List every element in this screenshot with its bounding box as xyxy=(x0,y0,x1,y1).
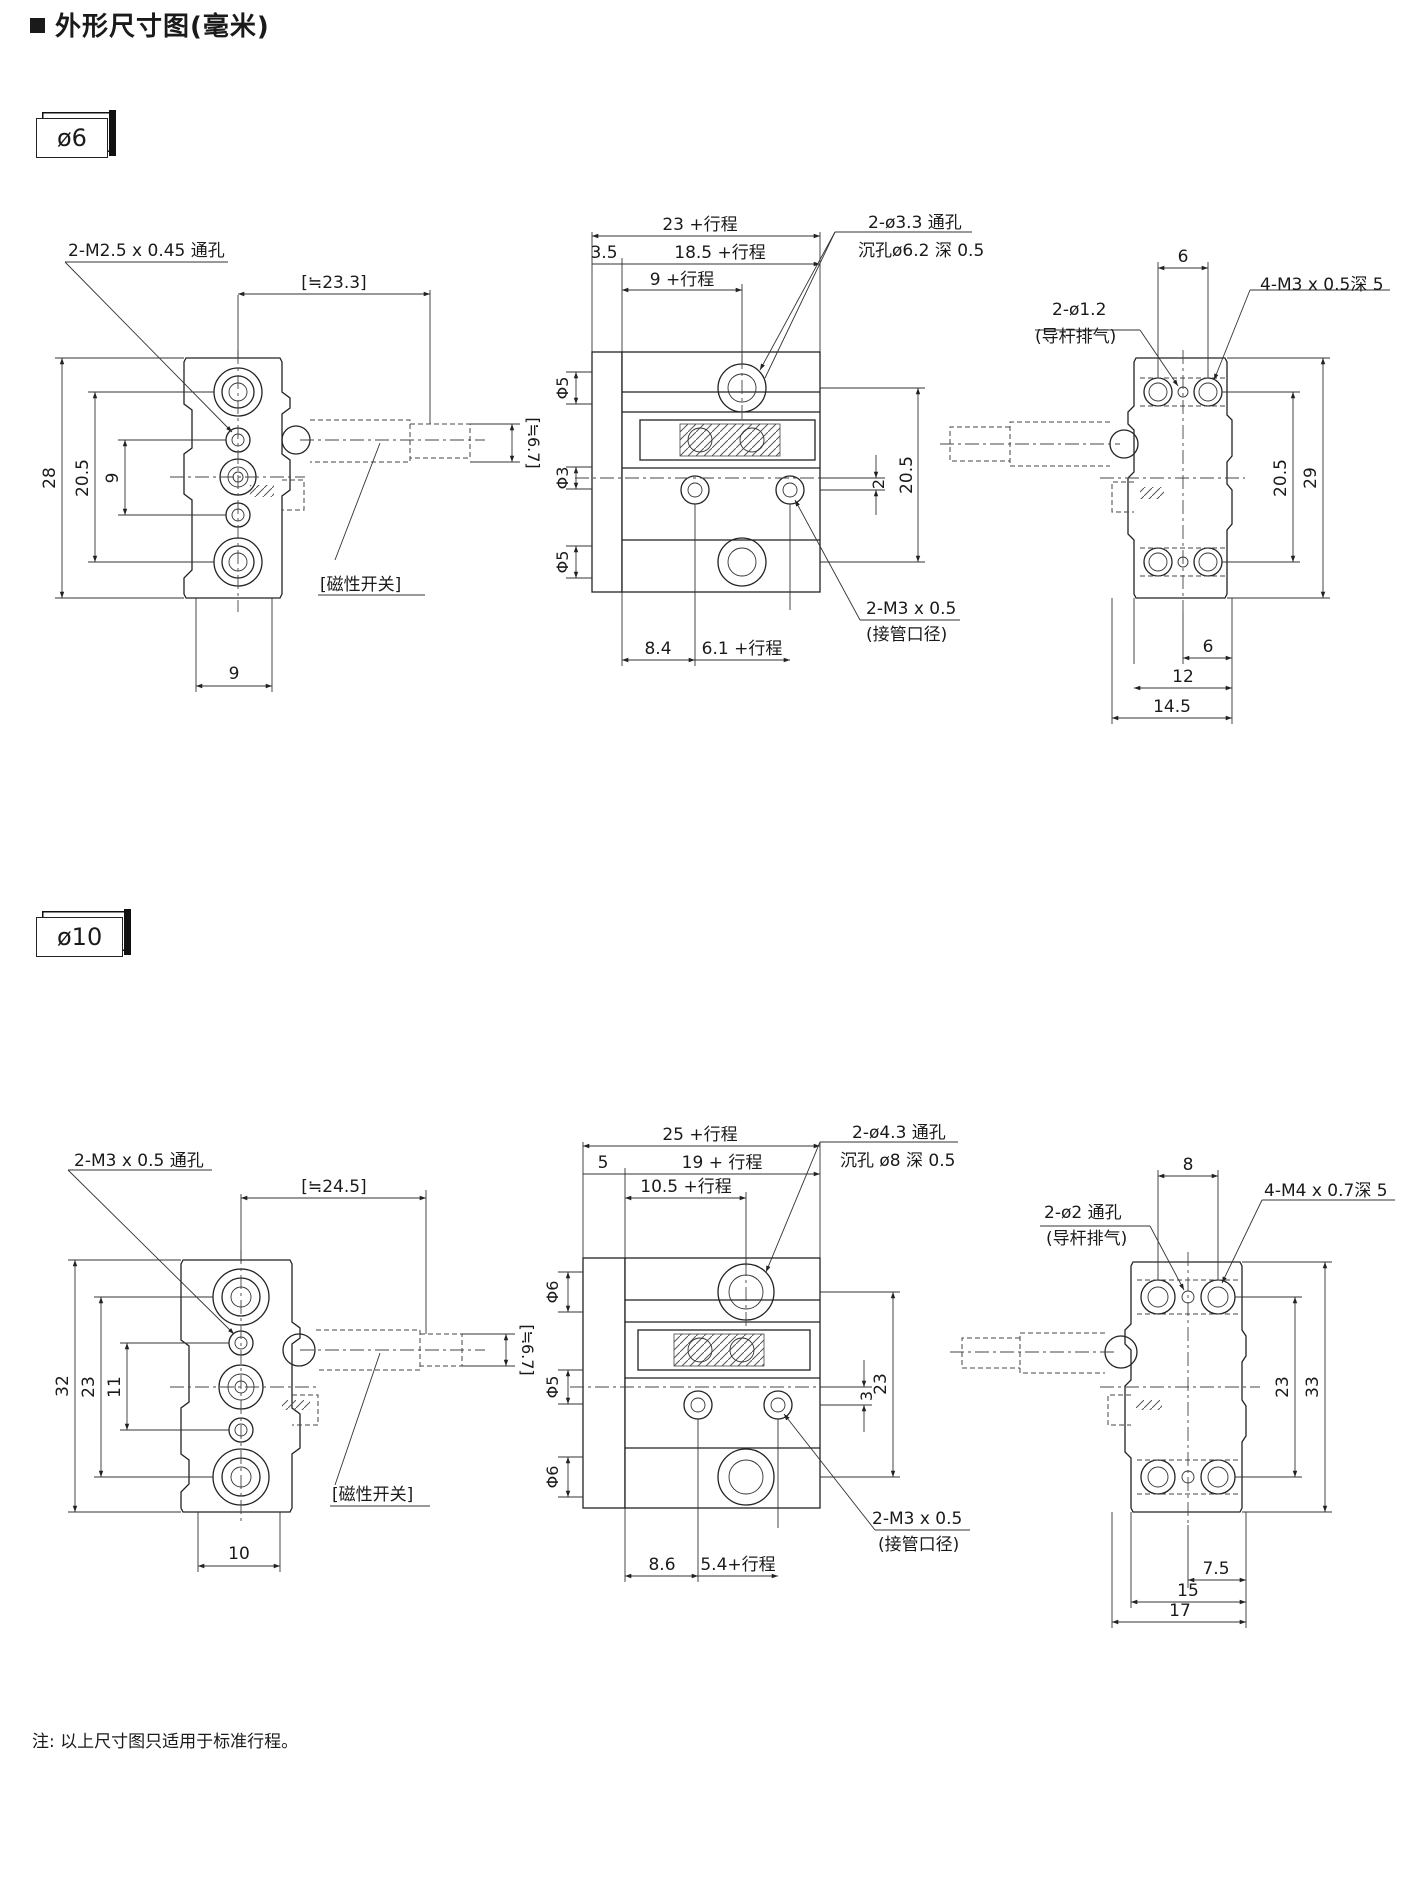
page-title: 外形尺寸图(毫米) xyxy=(30,6,270,43)
dim-width: 9 xyxy=(229,664,240,684)
dim-hole-spacing: 8 xyxy=(1183,1155,1194,1175)
dim-hole-pitch: 20.5 xyxy=(897,456,917,494)
dim-rod-dia-bottom: Φ5 xyxy=(553,551,572,574)
size-tab-10: ø10 xyxy=(36,909,132,957)
dim-half-width: 6 xyxy=(1203,637,1214,657)
dim-hole-pitch: 23 xyxy=(1273,1376,1293,1398)
dim-rod-dia-top: Φ5 xyxy=(553,377,572,400)
dim-length-approx: [≒24.5] xyxy=(301,1177,366,1197)
dim-rod-dia-bottom: Φ6 xyxy=(543,1466,562,1489)
dim-height: 28 xyxy=(40,467,60,489)
dim-port-offset: 2 xyxy=(869,479,888,489)
port-thread-callout: 2-M3 x 0.5 xyxy=(866,599,956,619)
dim-total-length: 23 +行程 xyxy=(662,215,737,235)
size-tab-label: ø10 xyxy=(57,923,103,951)
through-hole-callout: 2-ø4.3 通孔 xyxy=(852,1123,946,1143)
dim-height: 33 xyxy=(1303,1376,1323,1398)
counterbore-callout: 沉孔 ø8 深 0.5 xyxy=(840,1151,955,1171)
dim-overall-width: 17 xyxy=(1169,1601,1191,1621)
vent-purpose-label: (导杆排气) xyxy=(1046,1229,1127,1249)
magnetic-switch-label: [磁性开关] xyxy=(332,1485,413,1505)
thread-callout: 2-M2.5 x 0.45 通孔 xyxy=(68,241,225,261)
dim-total-length: 25 +行程 xyxy=(662,1125,737,1145)
o10-right-view: 8 2-ø2 通孔 (导杆排气) 4-M4 x 0.7深 5 23 33 7.5… xyxy=(950,1155,1395,1628)
dim-height: 29 xyxy=(1301,467,1321,489)
port-size-label: (接管口径) xyxy=(878,1535,959,1555)
dim-overall-width: 14.5 xyxy=(1153,697,1191,717)
dim-port-from-end: 8.6 xyxy=(648,1555,675,1575)
mount-thread-callout: 4-M3 x 0.5深 5 xyxy=(1260,275,1384,295)
dim-port-offset: 3 xyxy=(857,1391,876,1401)
footnote: 注: 以上尺寸图只适用于标准行程。 xyxy=(32,1732,299,1752)
dim-thread-pitch: 11 xyxy=(105,1376,125,1398)
dim-port-spacing: 5.4+行程 xyxy=(700,1555,775,1575)
dim-rod-dia-mid: Φ3 xyxy=(553,467,572,490)
o6-left-view: [≒23.3] [≒6.7] 28 20.5 9 9 2-M2.5 x 0.45… xyxy=(40,241,543,692)
dim-rod-dia-mid: Φ5 xyxy=(543,1376,562,1399)
o6-right-view: 6 2-ø1.2 (导杆排气) 4-M3 x 0.5深 5 20.5 29 6 … xyxy=(940,247,1390,724)
square-bullet-icon xyxy=(30,18,45,33)
through-hole-callout: 2-ø3.3 通孔 xyxy=(868,213,962,233)
dim-body-width: 15 xyxy=(1177,1581,1199,1601)
dim-length-approx: [≒23.3] xyxy=(301,273,366,293)
o10-middle-view: 25 +行程 5 19 + 行程 10.5 +行程 2-ø4.3 通孔 沉孔 ø… xyxy=(543,1123,970,1582)
dim-hole-offset: 10.5 +行程 xyxy=(640,1177,732,1197)
dim-width: 10 xyxy=(228,1544,250,1564)
dim-half-width: 7.5 xyxy=(1202,1559,1229,1579)
thread-callout: 2-M3 x 0.5 通孔 xyxy=(74,1151,204,1171)
dim-thread-pitch: 9 xyxy=(103,473,123,484)
dim-switch-width: [≒6.7] xyxy=(518,1324,537,1375)
vent-hole-callout: 2-ø1.2 xyxy=(1052,300,1106,320)
size-tab-6: ø6 xyxy=(36,110,116,158)
dim-body-width: 12 xyxy=(1172,667,1194,687)
dim-hole-spacing: 6 xyxy=(1178,247,1189,267)
o6-middle-view: 23 +行程 3.5 18.5 +行程 9 +行程 2-ø3.3 通孔 沉孔ø6… xyxy=(553,213,984,666)
port-size-label: (接管口径) xyxy=(866,625,947,645)
dim-plate: 3.5 xyxy=(590,243,617,263)
port-thread-callout: 2-M3 x 0.5 xyxy=(872,1509,962,1529)
dim-hole-offset: 9 +行程 xyxy=(650,270,714,290)
counterbore-callout: 沉孔ø6.2 深 0.5 xyxy=(858,241,984,261)
dim-hole-pitch: 23 xyxy=(79,1376,99,1398)
mount-thread-callout: 4-M4 x 0.7深 5 xyxy=(1264,1181,1388,1201)
dim-body-length: 19 + 行程 xyxy=(682,1153,763,1173)
dim-port-from-end: 8.4 xyxy=(644,639,671,659)
vent-hole-callout: 2-ø2 通孔 xyxy=(1044,1203,1122,1223)
dim-plate: 5 xyxy=(598,1153,609,1173)
dim-port-spacing: 6.1 +行程 xyxy=(702,639,783,659)
o10-left-view: [≒24.5] [≒6.7] 32 23 11 10 2-M3 x 0.5 通孔… xyxy=(53,1151,537,1572)
dim-switch-width: [≒6.7] xyxy=(524,417,543,468)
size-tab-label: ø6 xyxy=(57,124,87,152)
dim-hole-pitch: 20.5 xyxy=(73,459,93,497)
magnetic-switch-label: [磁性开关] xyxy=(320,575,401,595)
dim-height: 32 xyxy=(53,1375,73,1397)
dim-body-length: 18.5 +行程 xyxy=(674,243,766,263)
vent-purpose-label: (导杆排气) xyxy=(1035,327,1116,347)
dim-hole-pitch: 23 xyxy=(871,1373,891,1395)
dim-hole-pitch: 20.5 xyxy=(1271,459,1291,497)
dim-rod-dia-top: Φ6 xyxy=(543,1281,562,1304)
page-title-text: 外形尺寸图(毫米) xyxy=(55,12,270,42)
